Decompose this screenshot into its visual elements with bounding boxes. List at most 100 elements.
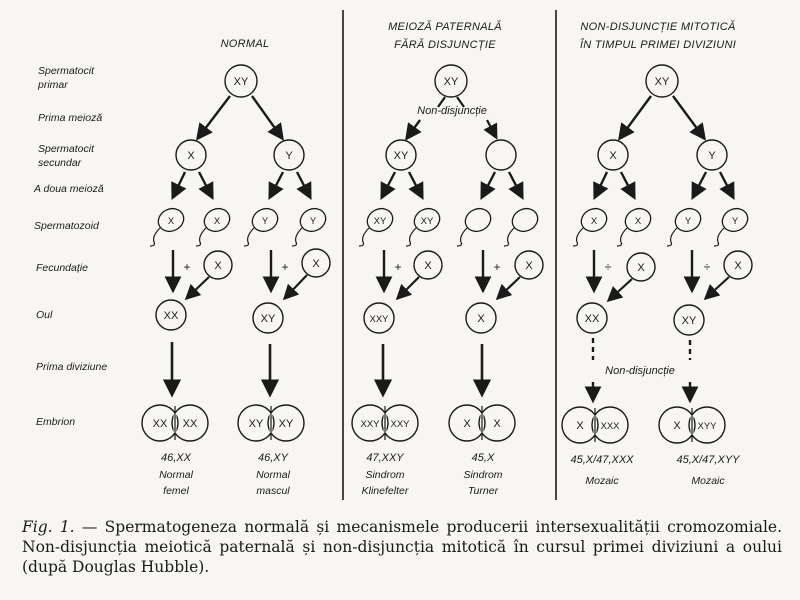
plus-sign: +	[281, 260, 288, 274]
plus-sign: +	[394, 260, 401, 274]
sperm-xy: XY	[358, 207, 394, 247]
spermatogenesis-figure: NORMAL MEIOZĂ PATERNALĂ FĂRĂ DISJUNCȚIE …	[33, 10, 753, 500]
arrow	[618, 95, 652, 141]
arrow	[456, 96, 465, 108]
svg-text:XY: XY	[374, 216, 387, 227]
arrow	[171, 171, 187, 201]
cell-primary	[645, 64, 679, 98]
sperm-xy: XY	[405, 207, 441, 247]
arrow	[480, 171, 497, 200]
figure-caption: Fig. 1. — Spermatogeneza normală și meca…	[22, 517, 782, 577]
zygote-x	[465, 302, 497, 334]
row-label-egg: Oul	[36, 309, 53, 321]
ovum-x-label: X	[525, 260, 533, 272]
arrow	[619, 171, 636, 200]
cell-secondary-empty	[485, 139, 517, 171]
svg-text:XXY: XXY	[390, 419, 410, 430]
embryo-x-xyy: X XYY	[658, 406, 726, 444]
arrow	[184, 276, 210, 301]
row-label-spermatocyte-secondary-b: secundar	[38, 157, 82, 169]
plus-sign: +	[183, 260, 190, 274]
ovum-x	[301, 248, 331, 278]
svg-text:XYY: XYY	[697, 421, 717, 432]
arrow	[197, 171, 214, 200]
arrow	[195, 95, 231, 141]
zygote-xx-label: XX	[164, 310, 179, 322]
ovum-x	[413, 250, 443, 280]
svg-text:XY: XY	[279, 418, 294, 430]
embryo-xy-xy: XY XY	[237, 404, 305, 442]
zygote-xy-label: XY	[682, 315, 697, 327]
result-klinefelter-a: Sindrom	[365, 469, 404, 481]
arrow	[268, 171, 285, 200]
cell-secondary-y	[273, 139, 305, 171]
karyotype-mosaic-1: 45,X/47,XXX	[571, 454, 635, 466]
karyotype-mosaic-2: 45,X/47,XYY	[677, 454, 741, 466]
svg-text:XXX: XXX	[600, 421, 620, 432]
arrow	[593, 171, 609, 201]
cell-primary-label: XY	[444, 76, 459, 88]
ovum-x	[514, 250, 544, 280]
cell-primary	[434, 64, 468, 98]
cell-primary	[224, 64, 258, 98]
cell-secondary-x	[597, 139, 629, 171]
cell-primary-label: XY	[655, 76, 670, 88]
svg-text:Y: Y	[732, 216, 739, 227]
arrow	[672, 95, 706, 141]
cell-secondary-x	[175, 139, 207, 171]
column-paternal-nondisjunction: XY Non-disjuncție XY XY XY	[351, 64, 544, 497]
header-normal: NORMAL	[221, 38, 270, 50]
svg-text:Y: Y	[310, 216, 317, 227]
sperm-empty	[456, 207, 492, 247]
arrow	[407, 171, 424, 200]
svg-text:X: X	[591, 216, 598, 227]
row-label-fertilization: Fecundație	[36, 262, 88, 274]
arrow	[251, 95, 284, 141]
column-normal: XY X Y X X Y Y	[141, 64, 331, 497]
figure-label: Fig. 1.	[22, 518, 75, 536]
arrow	[295, 171, 312, 200]
cell-secondary-x-label: X	[609, 150, 617, 162]
result-normal-male-a: Normal	[256, 469, 291, 481]
ovum-x-label: X	[637, 262, 645, 274]
column-mitotic-nondisjunction: XY X Y X X Y Y ÷	[561, 64, 753, 487]
svg-text:X: X	[635, 216, 642, 227]
arrow	[507, 171, 524, 200]
sperm-y: Y	[666, 207, 702, 247]
sperm-x: X	[149, 207, 185, 247]
label-mitotic-nondisjunction: Non-disjuncție	[605, 365, 675, 377]
cell-secondary-y-label: Y	[708, 150, 716, 162]
svg-text:Y: Y	[685, 216, 692, 227]
sperm-empty	[503, 207, 539, 247]
sperm-y: Y	[713, 207, 749, 247]
zygote-xx-label: XX	[585, 313, 600, 325]
karyotype-klinefelter: 47,XXY	[366, 452, 404, 464]
karyotype-turner: 45,X	[472, 452, 495, 464]
sperm-x: X	[572, 207, 608, 247]
header-mitotic-line1: NON-DISJUNCȚIE MITOTICĂ	[580, 20, 735, 33]
result-turner-b: Turner	[468, 485, 499, 497]
embryo-x-x: X X	[448, 404, 516, 442]
svg-text:X: X	[673, 420, 681, 432]
arrow	[606, 278, 633, 303]
arrow	[405, 119, 422, 141]
ovum-x-label: X	[312, 258, 320, 270]
svg-text:Y: Y	[262, 216, 269, 227]
arrow	[380, 171, 397, 200]
arrow	[395, 276, 420, 301]
sperm-x: X	[616, 207, 652, 247]
zygote-xy	[673, 304, 705, 336]
result-mosaic-2: Mozaic	[691, 475, 725, 487]
caption-text: — Spermatogeneza normală și mecanismele …	[22, 518, 782, 576]
arrow	[483, 119, 498, 140]
svg-text:X: X	[214, 216, 221, 227]
plus-sign: ÷	[605, 260, 612, 274]
arrow	[703, 276, 730, 301]
arrow	[691, 171, 708, 200]
cell-primary-label: XY	[234, 76, 249, 88]
header-paternal-line1: MEIOZĂ PATERNALĂ	[388, 20, 502, 33]
karyotype-normal-female: 46,XX	[161, 452, 192, 464]
arrow	[718, 171, 735, 200]
zygote-xy-label: XY	[261, 313, 276, 325]
zygote-x-label: X	[477, 313, 485, 325]
